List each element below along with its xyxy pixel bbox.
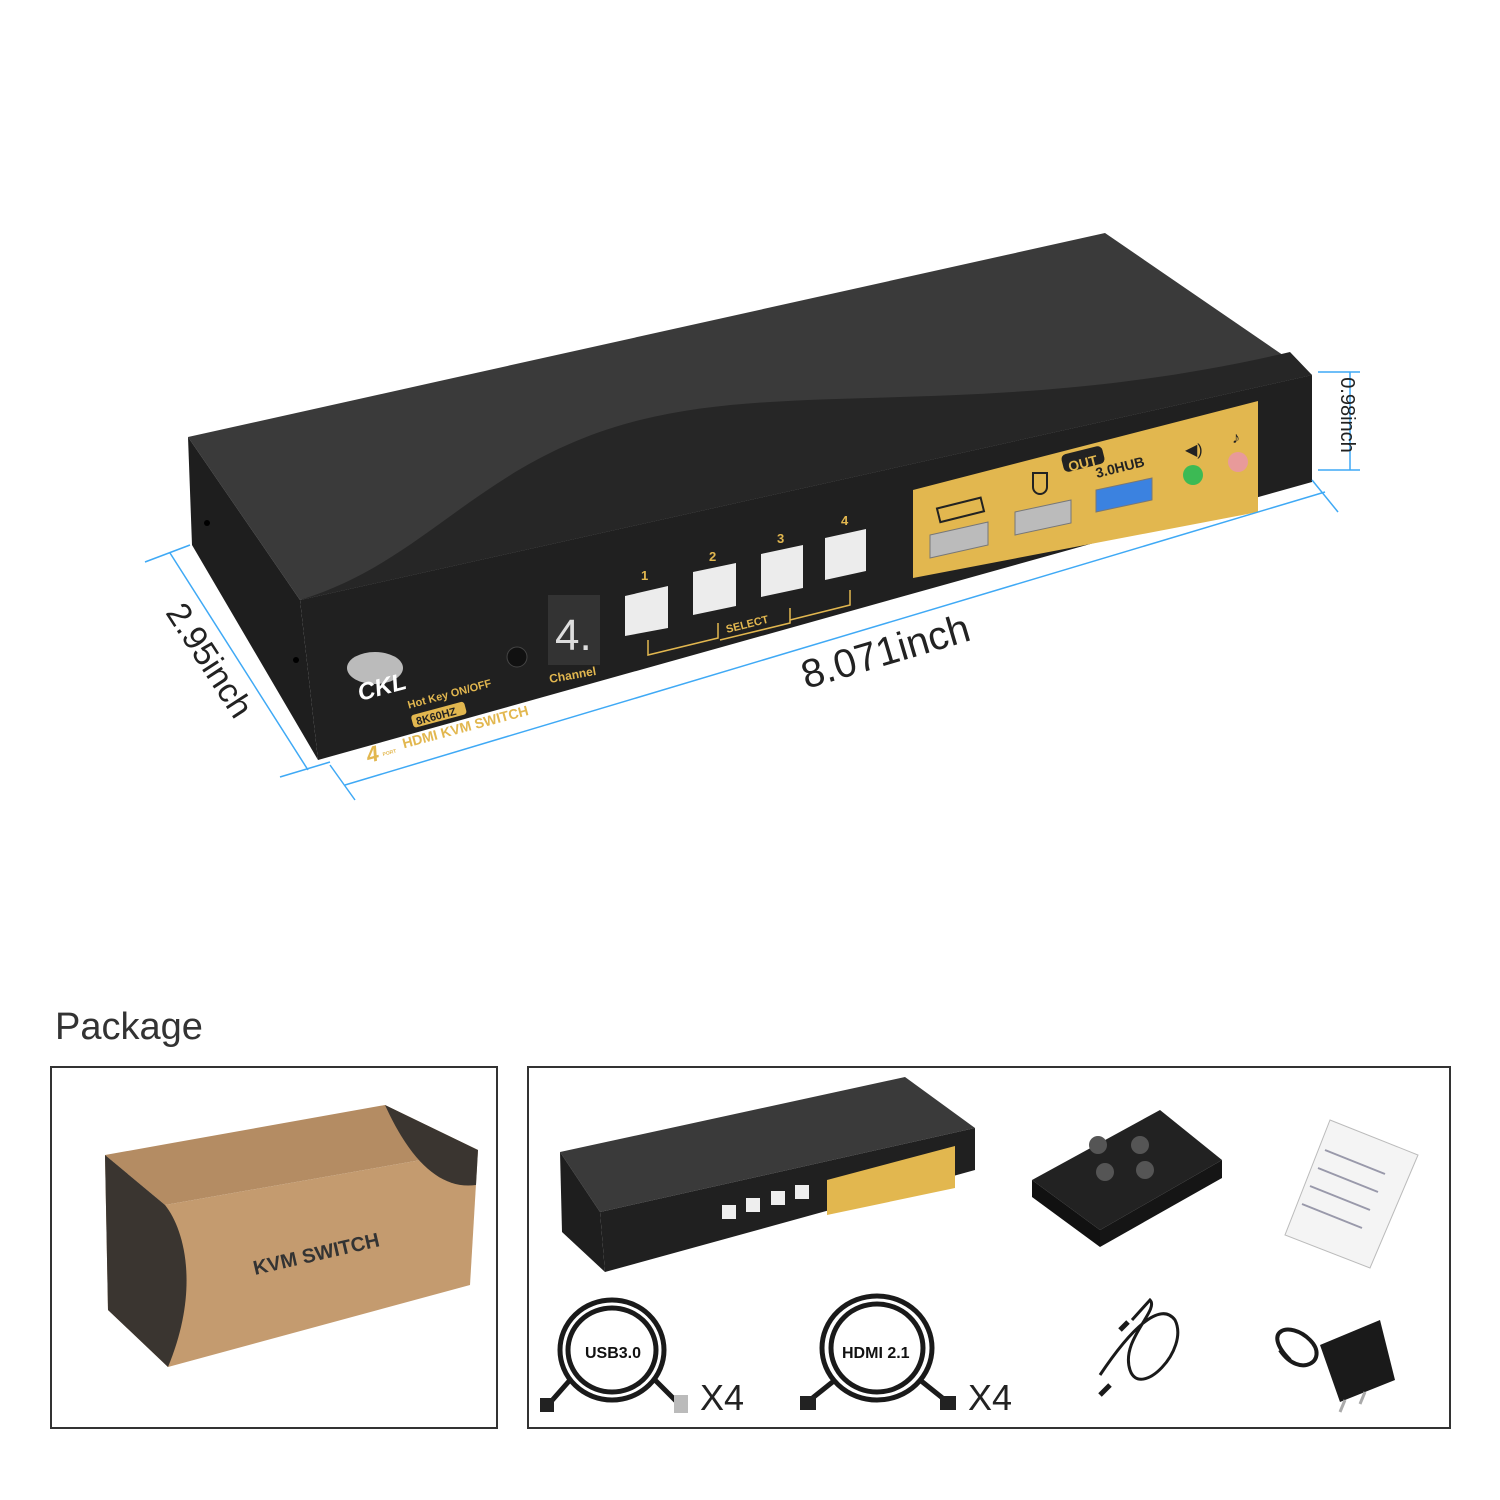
select-button-3[interactable]: [761, 545, 803, 597]
microphone-icon: ♪: [1232, 430, 1240, 447]
hdmi-cable-qty: X4: [968, 1377, 1012, 1418]
select-number-2: 2: [709, 549, 716, 564]
usb-cable: [540, 1297, 688, 1413]
select-number-4: 4: [841, 513, 849, 528]
channel-digit: 4.: [555, 611, 592, 660]
kvm-switch-thumbnail: [560, 1077, 975, 1272]
device-left-side: [188, 437, 318, 760]
usb-cable-label: USB3.0: [585, 1345, 641, 1362]
channel-display: [548, 595, 600, 665]
select-button-4[interactable]: [825, 529, 866, 580]
usb-ports: [929, 477, 1153, 559]
ckl-logo: [347, 652, 403, 684]
height-dimension: 0.98inch: [1336, 377, 1358, 453]
audio-jack-speaker: [1183, 465, 1203, 485]
port-word: PORT: [382, 749, 397, 758]
hdmi-cable: [800, 1293, 956, 1410]
width-dimension: 8.071inch: [796, 606, 975, 697]
select-number-1: 1: [641, 568, 648, 583]
wired-remote: [1032, 1110, 1222, 1247]
speaker-icon: ◀): [1185, 442, 1203, 459]
port-count: 4: [362, 741, 381, 769]
audio-jack-mic: [1228, 452, 1248, 472]
dimension-lines: [144, 371, 1360, 801]
select-button-1[interactable]: [625, 586, 668, 636]
usb-cable-qty: X4: [700, 1377, 744, 1418]
keyboard-icon: [935, 496, 986, 524]
hotkey-button[interactable]: [506, 646, 528, 668]
shipping-box: [105, 1105, 478, 1367]
power-adapter: [1275, 1320, 1395, 1413]
package-title: Package: [55, 1006, 203, 1048]
audio-cable: [1098, 1297, 1180, 1397]
select-number-3: 3: [777, 531, 784, 546]
mouse-icon: [1032, 472, 1048, 495]
package-contents-frame: [527, 1066, 1451, 1429]
select-button-2[interactable]: [693, 563, 736, 615]
select-buttons: [625, 529, 866, 636]
out-badge: OUT: [1067, 452, 1100, 475]
hdmi-cable-label: HDMI 2.1: [842, 1345, 910, 1362]
user-manual: [1284, 1119, 1419, 1269]
kvm-switch: ◀) ♪: [188, 233, 1312, 760]
package-box-frame: [50, 1066, 498, 1429]
device-top-curve: [300, 352, 1312, 600]
gold-panel: [913, 401, 1258, 578]
